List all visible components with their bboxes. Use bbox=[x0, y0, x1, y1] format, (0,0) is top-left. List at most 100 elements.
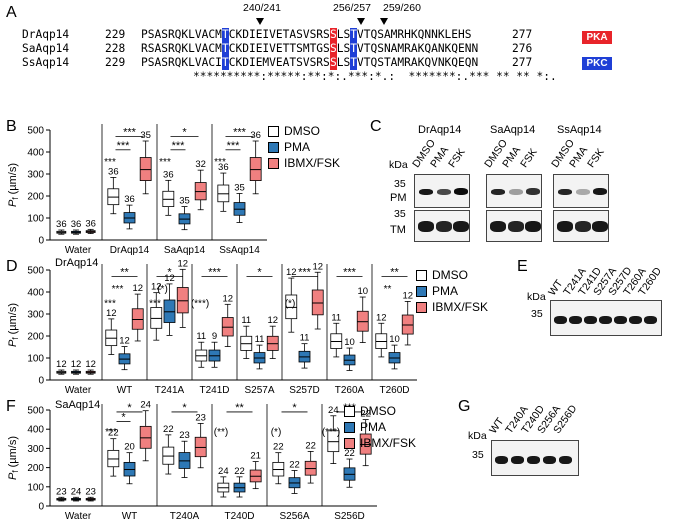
band bbox=[508, 221, 524, 232]
sig-label: (**) bbox=[214, 427, 228, 438]
panel-label-f: F bbox=[6, 398, 16, 415]
y-tick-label: 100 bbox=[27, 354, 44, 365]
sig-label: *** bbox=[172, 140, 186, 152]
n-label: 23 bbox=[195, 412, 206, 423]
sig-label: *** bbox=[104, 157, 116, 168]
y-tick-label: 500 bbox=[27, 126, 44, 137]
n-label: 24 bbox=[140, 400, 151, 411]
mw-label: 35 bbox=[531, 308, 543, 320]
site-arrows bbox=[256, 18, 388, 25]
n-label: 22 bbox=[234, 466, 245, 477]
seq-post: VTQSNAMRAKQANKQENN bbox=[357, 42, 479, 55]
sig-label: * bbox=[121, 412, 126, 424]
y-axis-label: Pf (µm/s) bbox=[7, 303, 20, 347]
kda-label: kDa bbox=[389, 159, 408, 171]
sig-label: ** bbox=[120, 267, 129, 279]
site-t1: T bbox=[222, 28, 229, 42]
n-label: 12 bbox=[177, 258, 188, 269]
group-label: WT bbox=[117, 385, 133, 396]
row-label-tm: TM bbox=[390, 224, 406, 236]
sig-label: *** bbox=[159, 157, 171, 168]
panel-label-d: D bbox=[6, 258, 18, 275]
site-label-1: 240/241 bbox=[243, 2, 281, 14]
seq-end: 276 bbox=[512, 42, 533, 55]
y-tick-label: 200 bbox=[27, 332, 44, 343]
n-label: 10 bbox=[389, 334, 400, 345]
n-label: 23 bbox=[56, 486, 67, 497]
n-label: 23 bbox=[85, 486, 96, 497]
seq-post: VTQSTAMRAKQVNKQEQN bbox=[357, 56, 479, 69]
box-dmso bbox=[285, 294, 298, 320]
sig-label: * bbox=[182, 402, 187, 414]
y-tick-label: 100 bbox=[27, 482, 44, 493]
group-label: T240A bbox=[170, 511, 200, 522]
tm-blot bbox=[553, 210, 609, 242]
n-label: 20 bbox=[124, 442, 135, 453]
sig-label: ** bbox=[235, 402, 244, 414]
band bbox=[419, 189, 433, 195]
n-label: 12 bbox=[312, 261, 323, 272]
group-label: Water bbox=[65, 245, 92, 256]
n-label: 12 bbox=[402, 290, 413, 301]
legend-label-pma: PMA bbox=[432, 284, 459, 298]
n-label: 12 bbox=[151, 282, 162, 293]
legend-label-pma: PMA bbox=[284, 140, 311, 154]
n-label: 35 bbox=[179, 196, 190, 207]
y-tick-label: 100 bbox=[27, 214, 44, 225]
box-pma bbox=[163, 299, 176, 323]
n-label: 22 bbox=[289, 459, 300, 470]
y-tick-label: 400 bbox=[27, 425, 44, 436]
band bbox=[569, 316, 582, 324]
band bbox=[453, 221, 469, 232]
n-label: 22 bbox=[360, 409, 371, 420]
n-label: 36 bbox=[163, 169, 174, 180]
n-label: 12 bbox=[267, 315, 278, 326]
band bbox=[491, 189, 505, 195]
blot-group-label: DrAqp14 bbox=[418, 124, 462, 136]
panel-label-g: G bbox=[458, 398, 471, 415]
seq-mid: CKDIEIVETTSMTGS bbox=[228, 42, 330, 55]
seq-pre: RSASRQKLVACM bbox=[141, 42, 222, 55]
group-label: T260A bbox=[335, 385, 365, 396]
band bbox=[543, 456, 556, 464]
n-label: 36 bbox=[56, 219, 67, 230]
group-label: WT bbox=[122, 511, 138, 522]
n-label: 24 bbox=[71, 486, 82, 497]
y-tick-label: 500 bbox=[27, 406, 44, 417]
y-tick-label: 0 bbox=[38, 236, 44, 247]
group-label: SsAqp14 bbox=[219, 245, 260, 256]
group-label: SaAqp14 bbox=[164, 245, 206, 256]
group-label: S257D bbox=[289, 385, 320, 396]
n-label: 35 bbox=[234, 182, 245, 193]
group-label: T241A bbox=[155, 385, 185, 396]
site-t1: T bbox=[222, 56, 229, 70]
legend-label-dmso: DMSO bbox=[432, 268, 468, 282]
sig-label: *** bbox=[104, 298, 116, 309]
legend-label-ibmx: IBMX/FSK bbox=[360, 436, 417, 450]
seq-start: 228 bbox=[105, 42, 126, 55]
lane-label: WT bbox=[487, 415, 507, 436]
band bbox=[558, 189, 572, 195]
seq-end: 277 bbox=[512, 56, 533, 69]
n-label: 11 bbox=[196, 331, 206, 342]
legend-label-ibmx: IBMX/FSK bbox=[432, 300, 489, 314]
band bbox=[526, 188, 540, 195]
site-s2: S bbox=[330, 56, 337, 70]
band bbox=[644, 316, 657, 324]
y-tick-label: 400 bbox=[27, 148, 44, 159]
blot-group-label: SaAqp14 bbox=[490, 124, 536, 136]
n-label: 35 bbox=[140, 130, 151, 141]
band bbox=[454, 188, 468, 195]
y-tick-label: 300 bbox=[27, 310, 44, 321]
n-label: 12 bbox=[85, 359, 96, 370]
mw-label: 35 bbox=[472, 449, 484, 461]
pm-blot bbox=[553, 174, 609, 208]
blot bbox=[550, 300, 662, 336]
n-label: 12 bbox=[132, 283, 143, 294]
panel-label-c: C bbox=[370, 118, 382, 135]
y-tick-label: 400 bbox=[27, 288, 44, 299]
tm-blot bbox=[486, 210, 542, 242]
